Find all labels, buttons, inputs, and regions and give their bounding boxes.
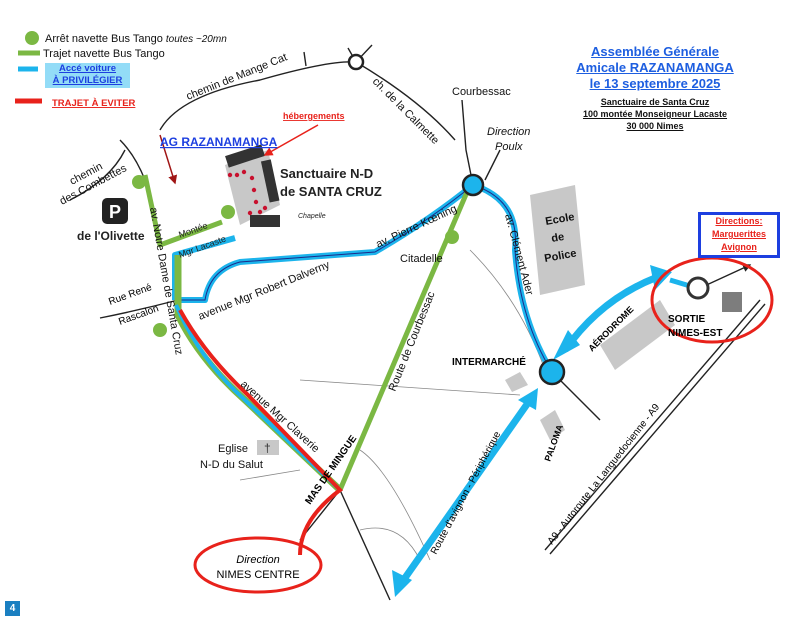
sanctuaire-label: Sanctuaire N-D <box>280 166 373 181</box>
svg-text:Chapelle: Chapelle <box>298 213 326 220</box>
chapelle-icon <box>250 215 280 227</box>
svg-text:Rascalon: Rascalon <box>117 303 160 328</box>
svg-text:Route d'avignon - Périphérique: Route d'avignon - Périphérique <box>429 429 503 556</box>
svg-text:chemin de Mange Cat: chemin de Mange Cat <box>185 51 289 102</box>
legend-bus-stop: Arrêt navette Bus Tango toutes ~20mn <box>45 33 227 45</box>
svg-text:de SANTA CRUZ: de SANTA CRUZ <box>280 184 382 199</box>
svg-text:Route de Courbessac: Route de Courbessac <box>387 290 438 394</box>
roundabout-mange-cat <box>347 53 365 71</box>
svg-text:INTERMARCHÉ: INTERMARCHÉ <box>452 355 526 368</box>
legend-bus-route: Trajet navette Bus Tango <box>43 48 165 60</box>
hebergements-label: hébergements <box>283 111 345 121</box>
svg-text:Eglise: Eglise <box>218 443 248 455</box>
legend-avoid: TRAJET À EVITER <box>52 98 136 109</box>
svg-text:†: † <box>264 441 271 455</box>
svg-text:de: de <box>550 231 565 245</box>
svg-text:de l'Olivette: de l'Olivette <box>77 229 145 243</box>
svg-text:P: P <box>109 202 121 222</box>
svg-text:N-D du Salut: N-D du Salut <box>200 459 263 471</box>
sortie-highlight <box>650 256 774 344</box>
svg-text:Ecole: Ecole <box>544 211 575 228</box>
svg-text:Direction: Direction <box>487 126 530 138</box>
access-arrows <box>392 265 691 597</box>
svg-text:avenue Mgr Claverie: avenue Mgr Claverie <box>238 378 321 455</box>
svg-text:Montée: Montée <box>177 220 209 240</box>
ecole-police-building <box>530 185 585 295</box>
svg-text:Rue René: Rue René <box>107 282 153 308</box>
parking-icon <box>102 198 128 224</box>
page-number: 4 <box>5 601 20 616</box>
minor-streets <box>239 249 546 561</box>
bus-stops <box>132 175 459 337</box>
avoid-route <box>178 309 344 556</box>
svg-text:Courbessac: Courbessac <box>452 86 511 98</box>
svg-text:ch. de la Calmette: ch. de la Calmette <box>370 76 441 147</box>
eglise-building <box>257 440 279 455</box>
directions-box: Directions: Marguerittes Avignon <box>698 212 780 258</box>
svg-text:Direction: Direction <box>236 554 279 566</box>
roundabout-sortie <box>686 276 710 300</box>
svg-text:NIMES CENTRE: NIMES CENTRE <box>216 569 299 581</box>
svg-text:A9 - Autoroute La Languedocien: A9 - Autoroute La Languedocienne - A9 <box>546 402 663 547</box>
svg-text:Poulx: Poulx <box>495 141 523 153</box>
svg-text:Police: Police <box>543 248 577 265</box>
roundabout-courbessac <box>461 173 485 197</box>
svg-text:avenue Mgr Robert Dalverny: avenue Mgr Robert Dalverny <box>197 259 332 323</box>
svg-text:NIMES-EST: NIMES-EST <box>668 328 722 339</box>
motorway-icon <box>722 292 742 312</box>
legend-car-access: Accé voiture À PRIVILÉGIER <box>45 63 130 88</box>
nimes-centre-highlight <box>193 536 323 594</box>
ag-label: AG RAZANAMANGA <box>160 135 278 149</box>
paloma-building <box>540 410 565 440</box>
svg-text:Citadelle: Citadelle <box>400 253 443 265</box>
svg-text:SORTIE: SORTIE <box>668 314 706 325</box>
event-title: Assemblée Générale Amicale RAZANAMANGA l… <box>576 44 734 131</box>
accommodation-dots <box>227 169 268 216</box>
legend-bus-stop-icon <box>25 31 39 45</box>
roundabout-intermarche <box>538 358 566 386</box>
